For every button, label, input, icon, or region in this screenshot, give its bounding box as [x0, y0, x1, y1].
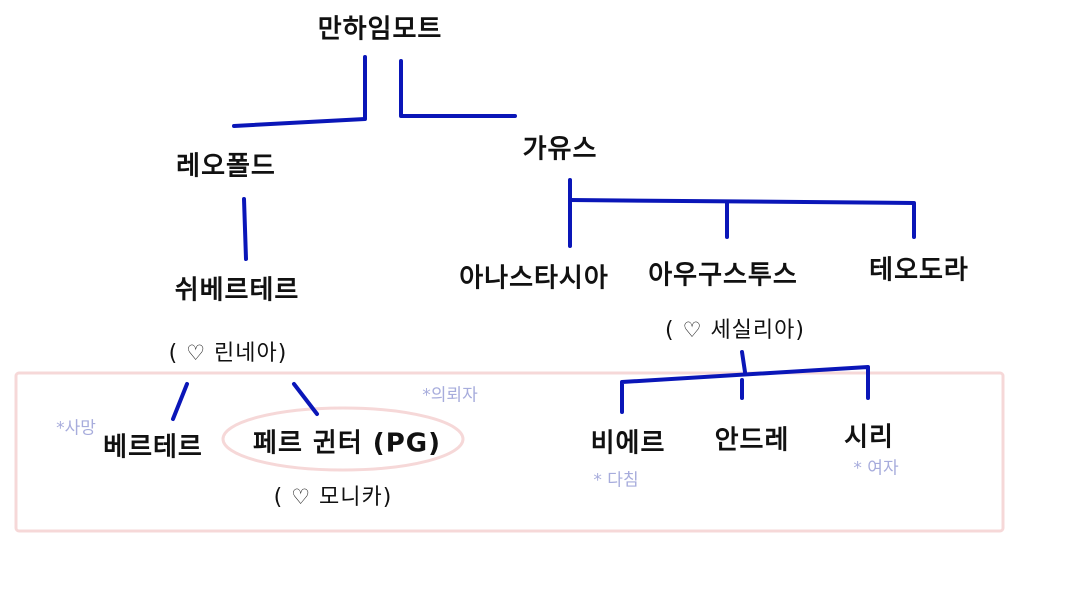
node-sieberte: 쉬베르테르 [174, 275, 300, 306]
line-sieberte-peter [292, 382, 319, 416]
node-gaius: 가유스 [522, 134, 598, 165]
spouse-name: 린네아) [214, 341, 288, 366]
note-biere: * 다침 [593, 470, 639, 491]
node-berterre: 베르테르 [103, 432, 203, 463]
line-augustus-children [620, 365, 870, 414]
heart-icon: ♡ [682, 318, 703, 342]
line-leopold-sieberte [242, 197, 248, 261]
spouse-name: 세실리아) [710, 318, 805, 343]
node-leopold: 레오폴드 [176, 151, 276, 182]
highlight-ellipse [221, 406, 465, 472]
heart-icon: ♡ [291, 485, 312, 509]
node-anastasia: 아나스타시아 [459, 263, 609, 294]
spouse-peter: ( ♡ 모니카) [274, 479, 393, 511]
line-root-leopold [232, 55, 367, 128]
spouse-augustus: ( ♡ 세실리아) [665, 312, 805, 344]
node-andre: 안드레 [714, 425, 790, 456]
node-root: 만하임모트 [317, 14, 443, 45]
line-root-gaius [399, 59, 517, 118]
heart-icon: ♡ [186, 341, 207, 365]
spouse-sieberte: ( ♡ 린네아) [169, 335, 288, 367]
line-sieberte-berterre [171, 382, 189, 421]
paren-open: ( [168, 341, 179, 366]
node-peter: 페르 귄터 (PG) [253, 428, 441, 459]
node-theodora: 테오도라 [869, 255, 969, 286]
spouse-name: 모니카) [319, 485, 393, 510]
node-augustus: 아우구스투스 [648, 260, 798, 291]
note-berterre: *사망 [56, 418, 96, 439]
highlight-box [14, 371, 1005, 533]
paren-open: ( [273, 485, 284, 510]
note-siri: * 여자 [853, 458, 899, 479]
node-biere: 비에르 [590, 428, 666, 459]
line-gaius-children [568, 198, 916, 239]
note-peter: *의뢰자 [422, 385, 478, 406]
paren-open: ( [665, 318, 675, 343]
node-siri: 시리 [844, 422, 894, 453]
line-augustus-stem [740, 350, 747, 374]
